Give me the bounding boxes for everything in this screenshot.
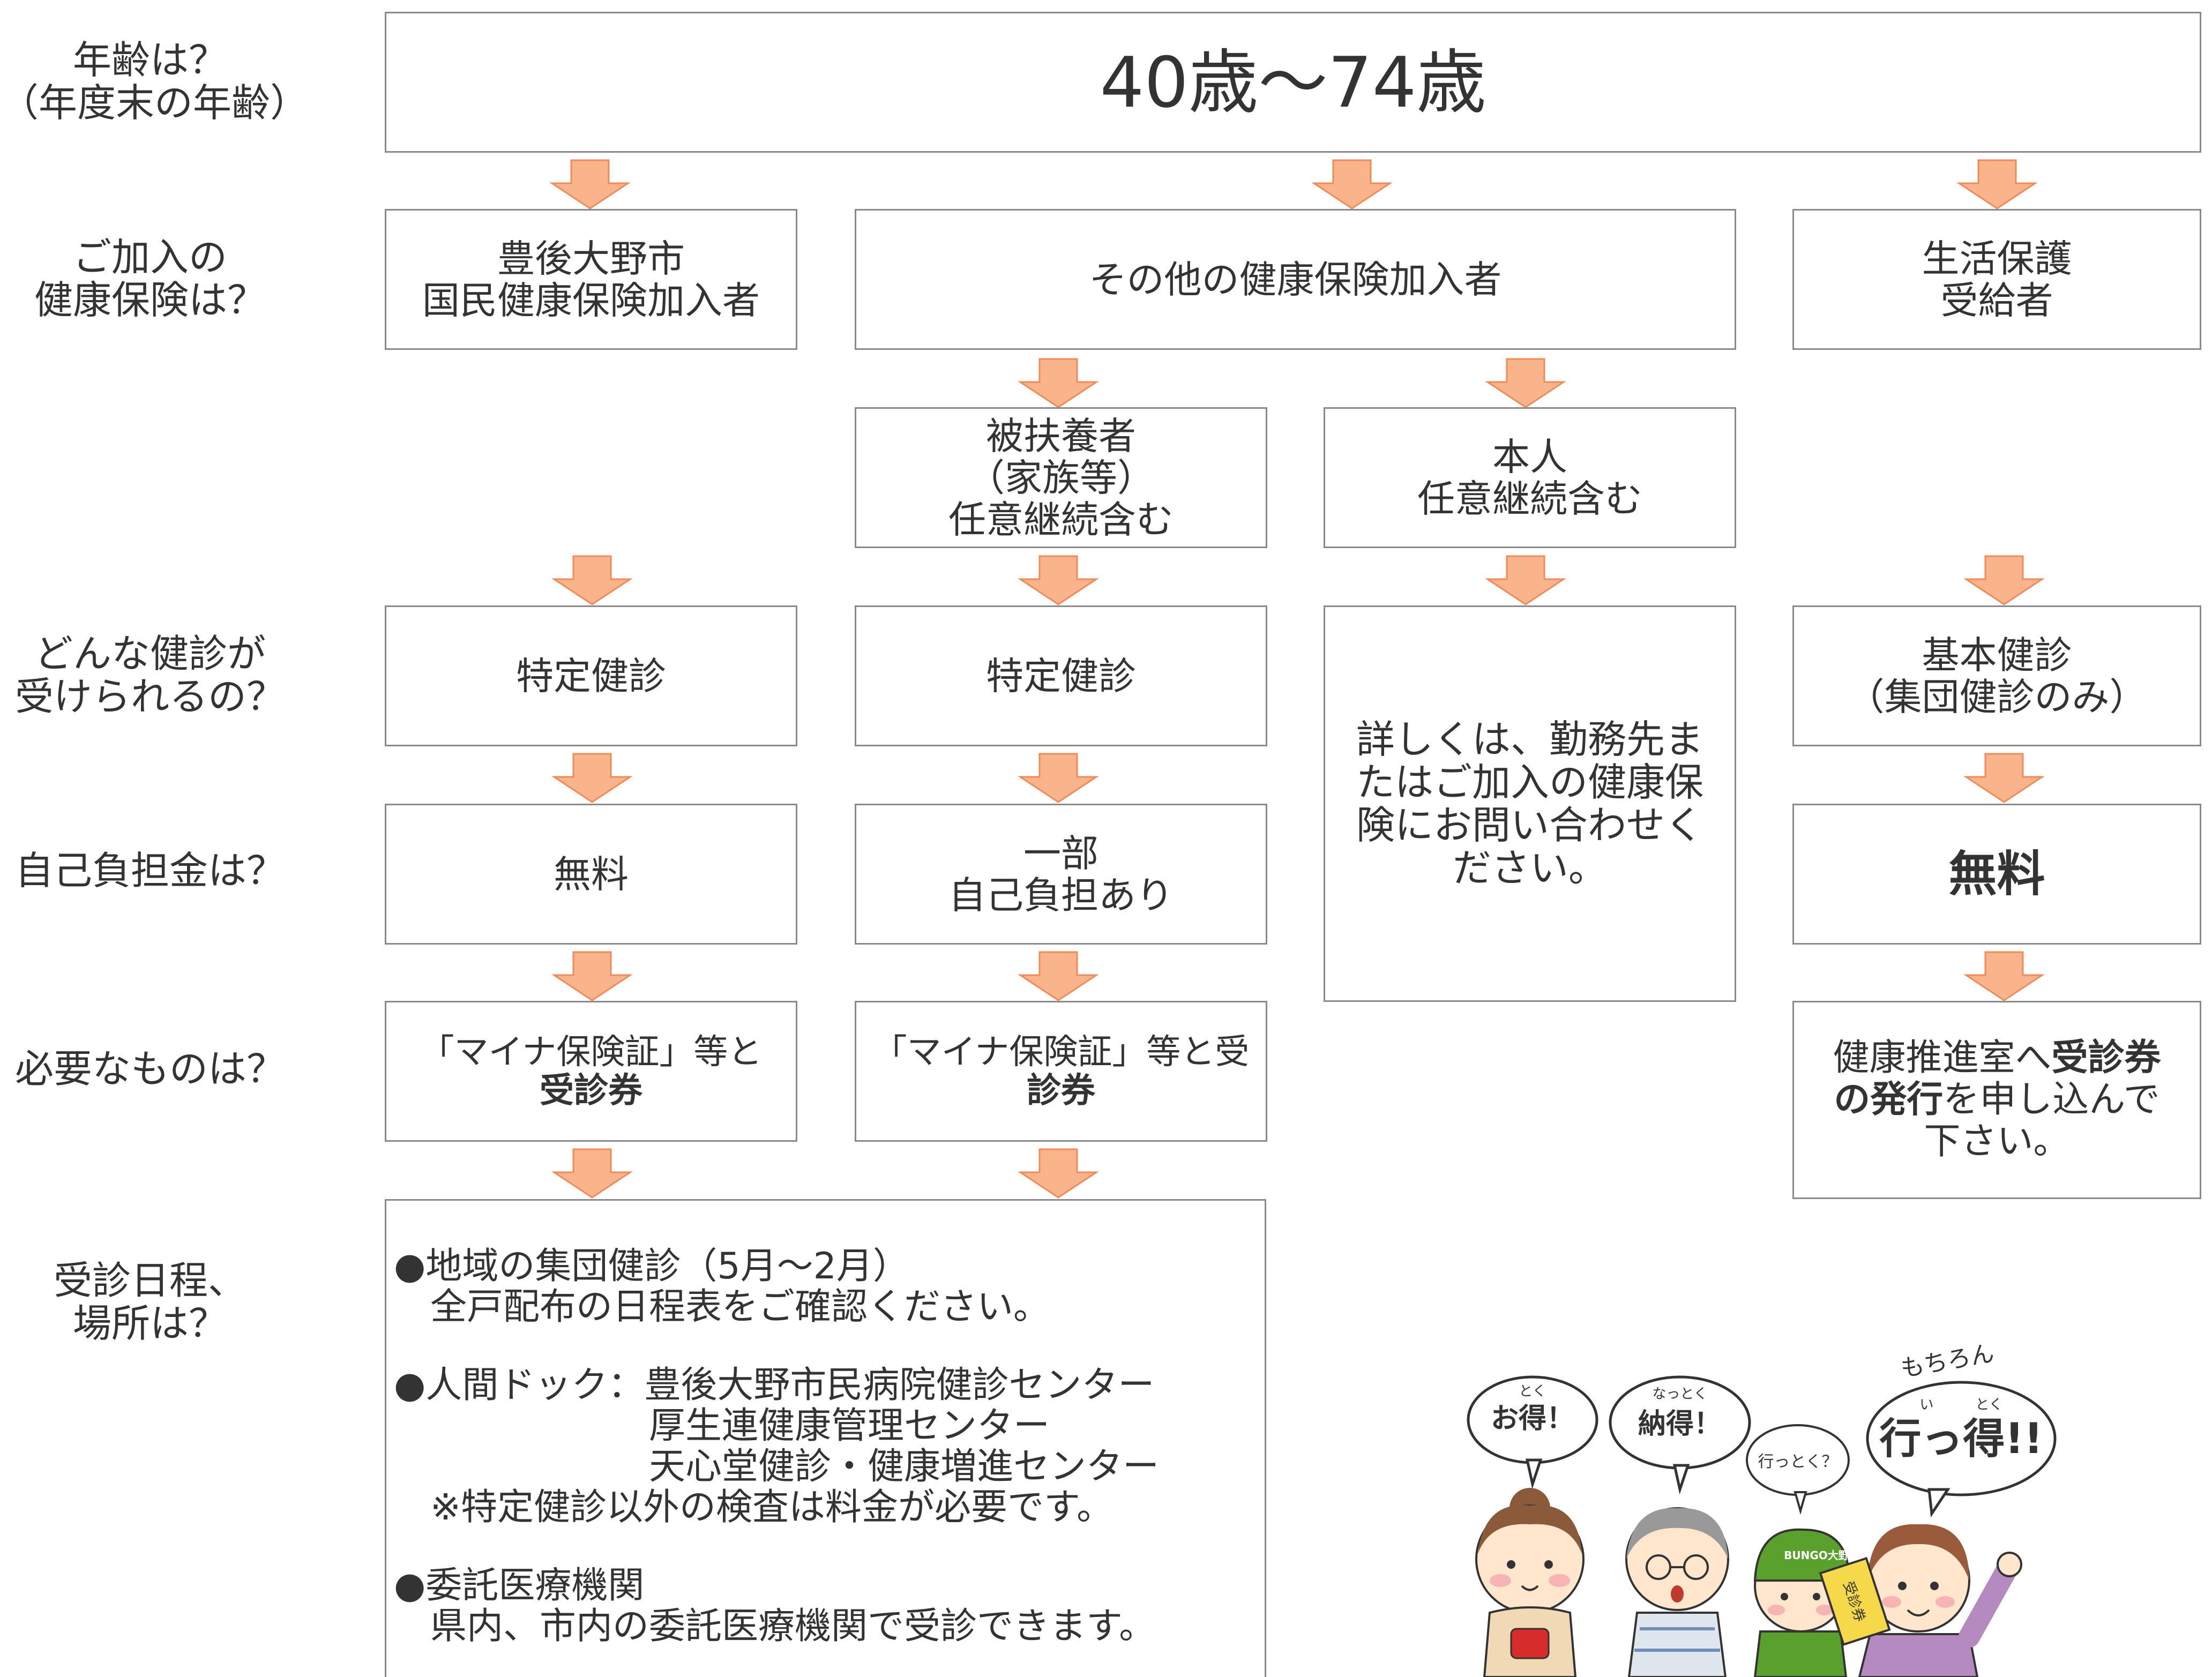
needed-national-ticket: 受診券 [540,1070,642,1111]
arrow-down-icon [1018,358,1098,409]
needed-welfare-e: 下さい。 [1924,1120,2070,1163]
dependent-box: 被扶養者 （家族等） 任意継続含む [855,407,1267,548]
needed-welfare-issue: の発行 [1834,1079,1944,1121]
self-box: 本人 任意継続含む [1324,407,1736,548]
arrow-down-icon [552,555,632,606]
arrow-down-icon [1964,951,2044,1002]
self-inquiry-box: 詳しくは、勤務先ま たはご加入の健康保 険にお問い合わせく ださい。 [1324,605,1736,1002]
self-label: 本人 任意継続含む [1417,435,1642,521]
schedule-line: 厚生連健康管理センター [394,1405,1050,1447]
arrow-down-icon [552,951,632,1002]
arrow-down-icon [1018,555,1098,606]
question-needed: 必要なものは？ [14,1046,285,1091]
arrow-down-icon [1018,753,1098,804]
arrow-down-icon [1312,159,1392,210]
dependent-label: 被扶養者 （家族等） 任意継続含む [948,414,1174,542]
bubble-mochiron-text: 行っ得!! [1879,1415,2043,1463]
girl-character: 受診券 [1819,1524,2022,1677]
arrow-down-icon [552,1148,632,1199]
mascot-illustration: とく お得！ なっとく 納得！ 行っとく？ もちろん い とく 行っ得!! [1467,1339,2057,1677]
checkup-dependent-box: 特定健診 [855,605,1267,746]
needed-dependent-ticket: 診券 [1027,1070,1095,1111]
boy-character [1625,1507,1729,1677]
insurance-national-box: 豊後大野市 国民健康保険加入者 [385,209,797,350]
bubble-otoku-ruby: とく [1519,1383,1546,1399]
needed-dependent-box: 「マイナ保険証」等と受 診券 [855,1001,1267,1142]
needed-welfare-ticket: 受診券 [2051,1037,2161,1079]
arrow-down-icon [1485,358,1566,409]
speech-bubble-nattoku: なっとく 納得！ [1609,1375,1751,1495]
arrow-down-icon [550,159,630,210]
schedule-line: ●人間ドック：豊後大野市民病院健診センター [394,1364,1155,1406]
cap-logo-text: BUNGO大野 [1784,1549,1849,1562]
needed-welfare-box: 健康推進室へ受診券 の発行を申し込んで 下さい。 [1792,1001,2201,1199]
copay-dependent-box: 一部 自己負担あり [855,804,1267,945]
checkup-welfare-box: 基本健診 （集団健診のみ） [1792,605,2201,746]
arrow-down-icon [1964,555,2044,606]
schedule-line: 県内、市内の委託医療機関で受診できます。 [394,1605,1156,1648]
bubble-ittoku-text: 行っとく？ [1758,1453,1837,1471]
checkup-dependent-label: 特定健診 [986,654,1136,698]
arrow-down-icon [1018,1148,1098,1199]
question-checkup-type: どんな健診が 受けられるの？ [14,631,285,719]
needed-welfare-d: を申し込んで [1943,1079,2160,1121]
arrow-down-icon [1485,555,1566,606]
checkup-national-label: 特定健診 [516,654,666,698]
needed-national-box: 「マイナ保険証」等と 受診券 [385,1001,797,1142]
age-box: 40歳～74歳 [385,12,2201,153]
woman-character [1475,1488,1585,1677]
schedule-line: ●委託医療機関 [394,1564,645,1607]
copay-national-box: 無料 [385,804,797,945]
bubble-nattoku-text: 納得！ [1638,1408,1722,1440]
question-age: 年齢は？ （年度末の年齢） [0,38,309,125]
copay-welfare-box: 無料 [1792,804,2201,945]
needed-welfare-a: 健康推進室へ [1833,1037,2052,1079]
copay-national-label: 無料 [554,852,629,896]
question-copay: 自己負担金は？ [14,848,285,893]
schedule-line: ※特定健診以外の検査は料金が必要です。 [394,1486,1114,1529]
ticket-icon: 受診券 [1819,1556,1891,1646]
speech-bubble-mochiron: もちろん い とく 行っ得!! [1866,1339,2057,1518]
copay-dependent-label: 一部 自己負担あり [948,831,1174,917]
arrow-down-icon [552,753,632,804]
insurance-welfare-label: 生活保護 受給者 [1922,236,2072,323]
arrow-down-icon [1018,951,1098,1002]
checkup-welfare-label: 基本健診 （集団健診のみ） [1847,633,2147,719]
copay-welfare-label: 無料 [1948,845,2045,902]
bubble-mochiron-ruby: い とく [1919,1397,2002,1413]
needed-dependent-line1: 「マイナ保険証」等と受 [873,1033,1250,1072]
arrow-down-icon [1957,159,2037,210]
speech-bubble-otoku: とく お得！ [1467,1375,1598,1489]
needed-welfare-text: 健康推進室へ受診券 の発行を申し込んで 下さい。 [1810,1037,2185,1163]
arrow-down-icon [1964,753,2044,804]
self-inquiry-note: 詳しくは、勤務先ま たはご加入の健康保 険にお問い合わせく ださい。 [1356,717,1703,890]
bubble-nattoku-ruby: なっとく [1652,1386,1707,1402]
insurance-national-label: 豊後大野市 国民健康保険加入者 [422,236,760,323]
schedule-line: 天心堂健診・健康増進センター [394,1446,1160,1488]
insurance-other-box: その他の健康保険加入者 [855,209,1736,350]
schedule-line: ●地域の集団健診（5月～2月） [394,1245,909,1287]
schedule-line: 全戸配布の日程表をご確認ください。 [394,1286,1050,1328]
schedule-box: ●地域の集団健診（5月～2月） 全戸配布の日程表をご確認ください。 ●人間ドック… [385,1199,1266,1677]
insurance-other-label: その他の健康保険加入者 [1089,257,1502,302]
cap-boy-character: BUNGO大野 [1753,1528,1865,1677]
question-insurance: ご加入の 健康保険は？ [34,235,266,323]
question-schedule: 受診日程、 場所は？ [53,1258,246,1346]
age-range: 40歳～74歳 [1100,41,1486,123]
needed-dependent-text: 「マイナ保険証」等と受 [872,1032,1250,1072]
insurance-welfare-box: 生活保護 受給者 [1792,209,2201,350]
bubble-otoku-text: お得！ [1491,1403,1574,1435]
needed-national-text: 「マイナ保険証」等と [420,1032,763,1072]
speech-bubble-ittoku: 行っとく？ [1746,1424,1850,1515]
checkup-national-box: 特定健診 [385,605,797,746]
bubble-mochiron-pre: もちろん [1899,1339,1996,1383]
